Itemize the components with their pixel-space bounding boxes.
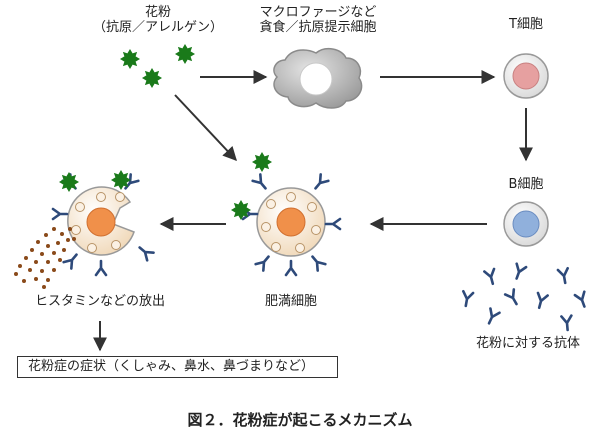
t-cell	[503, 53, 549, 99]
histamine-release-label: ヒスタミンなどの放出	[34, 294, 165, 309]
pollen-icon	[175, 44, 195, 64]
antibody-group	[459, 262, 591, 332]
histamine-granules	[14, 227, 76, 289]
pollen-icon	[120, 49, 140, 69]
arrow-pollen-to-mast-cell	[174, 94, 237, 162]
pollen-title-label: 花粉	[144, 5, 171, 20]
mast-cell	[231, 152, 342, 277]
pollen-subtitle-label: （抗原／アレルゲン）	[92, 20, 223, 35]
macrophage-cell	[273, 47, 363, 109]
antibody-icon	[483, 267, 499, 287]
pollen-icon	[252, 152, 272, 172]
antibody-icon	[560, 314, 574, 332]
pollen-icon	[59, 172, 79, 192]
b-cell-label: B細胞	[508, 177, 544, 192]
macrophage-label-line1: マクロファージなど	[259, 5, 377, 20]
pollen-icon	[142, 68, 162, 88]
pollen-group	[120, 44, 195, 88]
degranulating-mast-cell	[51, 170, 155, 277]
antibody-icon	[533, 291, 549, 311]
b-cell	[503, 201, 549, 247]
mast-cell-label: 肥満細胞	[264, 294, 317, 309]
antibody-icon	[556, 266, 572, 286]
flow-arrows	[93, 70, 533, 352]
antibody-icon	[483, 307, 501, 327]
antibody-icon	[503, 288, 523, 308]
pollen-icon	[231, 200, 251, 220]
antibody-icon	[459, 289, 475, 309]
t-cell-label: T細胞	[509, 17, 543, 32]
macrophage-label-line2: 貪食／抗原提示細胞	[259, 20, 377, 35]
symptoms-box: 花粉症の症状（くしゃみ、鼻水、鼻づまりなど）	[17, 356, 338, 378]
antibodies-label: 花粉に対する抗体	[475, 336, 580, 351]
pollen-icon	[111, 170, 131, 190]
antibody-icon	[510, 262, 528, 282]
figure-caption: 図２．花粉症が起こるメカニズム	[187, 411, 413, 429]
antibody-icon	[573, 290, 591, 310]
